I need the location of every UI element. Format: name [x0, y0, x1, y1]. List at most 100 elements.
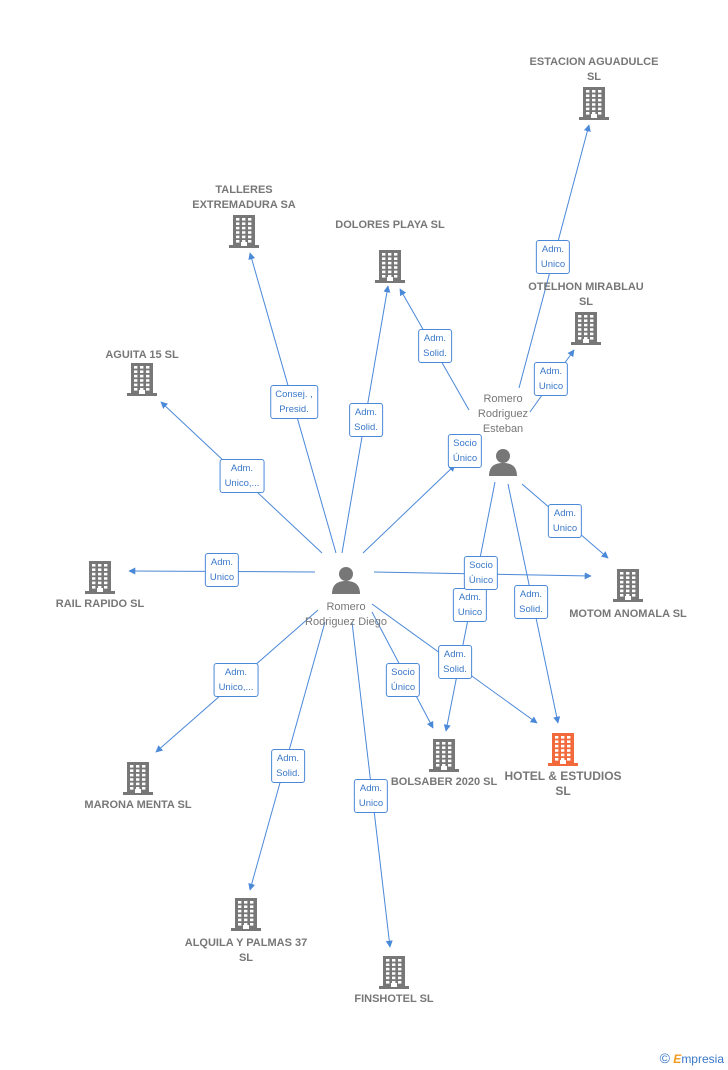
brand-initial: E	[673, 1052, 682, 1066]
edge-label-line: Adm.	[539, 366, 563, 377]
building-icon	[375, 250, 405, 283]
edge-label-line: Adm.	[276, 753, 300, 764]
brand-rest: mpresia	[681, 1052, 724, 1066]
company-label-rail[interactable]: RAIL RAPIDO SL	[55, 598, 145, 610]
edge-label-diego-alquila[interactable]: Adm. Solid.	[271, 749, 305, 783]
edge-label-line: Unico	[540, 259, 566, 270]
company-label-talleres[interactable]: TALLERES EXTREMADURA SA	[192, 184, 296, 211]
person-label-diego[interactable]: Romero Rodriguez Diego	[305, 601, 387, 628]
edge-label-line: Adm.	[443, 649, 467, 660]
copyright-symbol: ©	[659, 1050, 670, 1066]
company-node-aguita[interactable]	[126, 361, 158, 402]
company-label-otelhon[interactable]: OTELHON MIRABLAU SL	[528, 281, 644, 308]
edge-label-line: Unico	[358, 798, 384, 809]
edge-label-line: Unico	[457, 607, 483, 618]
edge-label-line: Unico,...	[218, 682, 254, 693]
company-node-estacion[interactable]	[578, 85, 610, 126]
person-label-esteban[interactable]: Romero Rodriguez Esteban	[477, 393, 529, 435]
edge-label-diego-talleres[interactable]: Consej. , Presid.	[270, 385, 318, 419]
edge-label-line: Único	[452, 453, 478, 464]
edge-label-line: Socio	[391, 667, 415, 678]
company-node-rail[interactable]	[84, 559, 116, 600]
edge-label-esteban-dolores[interactable]: Adm. Solid.	[418, 329, 452, 363]
edge-label-diego-marona[interactable]: Adm. Unico,...	[213, 663, 259, 697]
edge-label-diego-hotel[interactable]: Adm. Solid.	[438, 645, 472, 679]
edge-label-line: Adm.	[210, 557, 234, 568]
edge-label-esteban-estacion[interactable]: Adm. Unico	[535, 240, 571, 274]
edge-label-line: Unico	[209, 572, 235, 583]
company-node-hotel[interactable]	[547, 731, 579, 772]
building-icon	[85, 561, 115, 594]
company-node-finshotel[interactable]	[378, 954, 410, 995]
company-node-alquila[interactable]	[230, 896, 262, 937]
edge-label-line: Adm.	[224, 667, 248, 678]
edge-label-line: Unico,...	[224, 478, 260, 489]
empresia-watermark: © Empresia	[660, 1050, 724, 1066]
building-icon	[548, 733, 578, 766]
building-icon	[379, 956, 409, 989]
company-label-aguita[interactable]: AGUITA 15 SL	[105, 349, 179, 361]
edge-label-esteban-hotel[interactable]: Adm. Solid.	[514, 585, 548, 619]
edge-label-line: Consej. ,	[275, 389, 313, 400]
edge-label-line: Presid.	[279, 404, 309, 415]
building-icon	[229, 215, 259, 248]
person-icon	[489, 449, 517, 476]
company-label-hotel[interactable]: HOTEL & ESTUDIOS SL	[504, 769, 622, 798]
building-icon	[127, 363, 157, 396]
company-node-bolsaber[interactable]	[428, 737, 460, 778]
building-icon	[579, 87, 609, 120]
edge-label-line: Adm.	[423, 333, 447, 344]
company-label-dolores[interactable]: DOLORES PLAYA SL	[335, 219, 445, 231]
company-node-otelhon[interactable]	[570, 310, 602, 351]
building-icon	[613, 569, 643, 602]
edge-diego-esteban	[362, 464, 456, 554]
edge-label-esteban-motom[interactable]: Adm. Unico	[547, 504, 583, 538]
edge-label-diego-dolores[interactable]: Adm. Solid.	[349, 403, 383, 437]
edge-label-line: Único	[468, 575, 494, 586]
building-icon	[429, 739, 459, 772]
company-label-estacion[interactable]: ESTACION AGUADULCE SL	[529, 56, 659, 83]
edge-label-line: Unico	[538, 381, 564, 392]
company-label-alquila[interactable]: ALQUILA Y PALMAS 37 SL	[184, 937, 308, 964]
edge-label-line: Socio	[453, 438, 477, 449]
edge-label-line: Único	[390, 682, 416, 693]
building-icon	[571, 312, 601, 345]
edge-label-line: Adm.	[541, 244, 565, 255]
edge-label-line: Solid.	[423, 348, 447, 359]
edge-label-line: Solid.	[354, 422, 378, 433]
company-label-motom[interactable]: MOTOM ANOMALA SL	[569, 608, 687, 620]
edge-label-line: Solid.	[443, 664, 467, 675]
company-node-motom[interactable]	[612, 567, 644, 608]
edge-label-line: Adm.	[354, 407, 378, 418]
person-icon	[332, 567, 360, 594]
edge-label-diego-aguita[interactable]: Adm. Unico,...	[219, 459, 265, 493]
edge-label-line: Adm.	[458, 592, 482, 603]
edge-label-line: Adm.	[519, 589, 543, 600]
building-icon	[123, 762, 153, 795]
building-icon	[231, 898, 261, 931]
person-node-esteban[interactable]	[488, 447, 518, 482]
edge-label-line: Adm.	[359, 783, 383, 794]
edge-label-line: Adm.	[553, 508, 577, 519]
edge-label-diego-rail[interactable]: Adm. Unico	[204, 553, 240, 587]
edge-label-line: Solid.	[519, 604, 543, 615]
company-label-finshotel[interactable]: FINSHOTEL SL	[354, 993, 434, 1005]
company-node-marona[interactable]	[122, 760, 154, 801]
edge-label-line: Unico	[552, 523, 578, 534]
person-node-diego[interactable]	[331, 565, 361, 600]
edge-label-diego-finshotel[interactable]: Adm. Unico	[353, 779, 389, 813]
edge-label-line: Adm.	[230, 463, 254, 474]
edge-label-esteban-otelhon[interactable]: Adm. Unico	[533, 362, 569, 396]
company-label-bolsaber[interactable]: BOLSABER 2020 SL	[390, 776, 498, 788]
company-node-talleres[interactable]	[228, 213, 260, 254]
edge-label-esteban-bolsaber[interactable]: Adm. Unico	[452, 588, 488, 622]
edge-label-line: Solid.	[276, 768, 300, 779]
company-node-dolores[interactable]	[374, 248, 406, 289]
company-label-marona[interactable]: MARONA MENTA SL	[84, 799, 192, 811]
edge-label-line: Socio	[469, 560, 493, 571]
